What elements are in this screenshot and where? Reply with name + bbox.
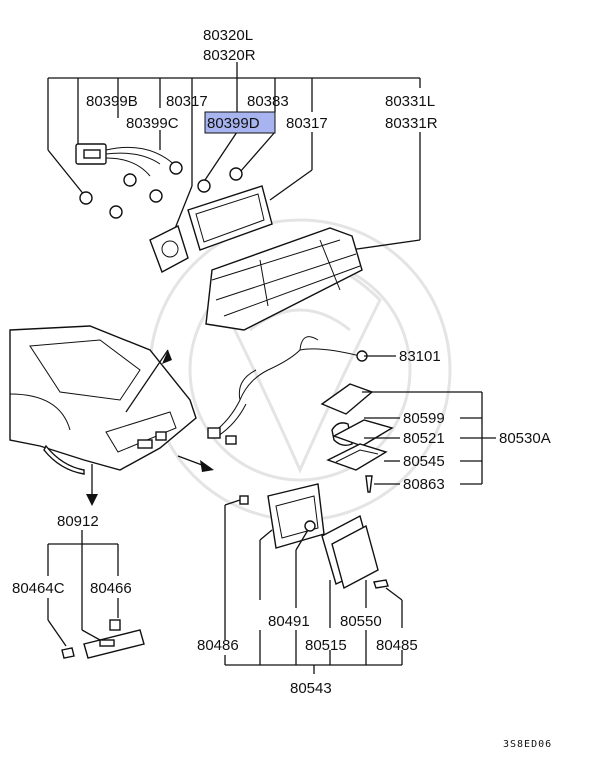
label-80317-top[interactable]: 80317 (166, 93, 208, 110)
label-80464C[interactable]: 80464C (12, 580, 65, 597)
label-80521[interactable]: 80521 (403, 430, 445, 447)
label-80383[interactable]: 80383 (247, 93, 289, 110)
plate-lamp-assembly (239, 483, 389, 590)
car-body (9, 325, 197, 475)
label-80331R[interactable]: 80331R (385, 115, 438, 132)
lamp-socket-harness (75, 143, 243, 219)
license-plate-group (47, 530, 145, 659)
part-labels: 80320L 80320R 80399B 80317 80383 80331L … (12, 27, 552, 750)
label-80550[interactable]: 80550 (340, 613, 382, 630)
label-80543[interactable]: 80543 (290, 680, 332, 697)
direction-arrows (86, 349, 214, 506)
highlight-box (204, 111, 276, 134)
label-80320R[interactable]: 80320R (203, 47, 256, 64)
diagram-code: 3S8ED06 (503, 739, 552, 750)
label-80320L[interactable]: 80320L (203, 27, 253, 44)
leader-lines-right (362, 355, 496, 485)
label-80466[interactable]: 80466 (90, 580, 132, 597)
label-80863[interactable]: 80863 (403, 476, 445, 493)
tail-lamp-lens (205, 227, 363, 331)
label-80515[interactable]: 80515 (305, 637, 347, 654)
leader-lines-bottom (224, 499, 403, 674)
label-80486[interactable]: 80486 (197, 637, 239, 654)
label-80399C[interactable]: 80399C (126, 115, 179, 132)
label-80399B[interactable]: 80399B (86, 93, 138, 110)
label-80530A[interactable]: 80530A (499, 430, 551, 447)
label-80317-second[interactable]: 80317 (286, 115, 328, 132)
label-80599[interactable]: 80599 (403, 410, 445, 427)
lamp-gaskets (149, 185, 273, 273)
label-80485[interactable]: 80485 (376, 637, 418, 654)
label-80545[interactable]: 80545 (403, 453, 445, 470)
license-lamp-parts (320, 383, 394, 493)
label-80399D[interactable]: 80399D (207, 115, 260, 132)
label-83101[interactable]: 83101 (399, 348, 441, 365)
label-80331L[interactable]: 80331L (385, 93, 435, 110)
label-80491[interactable]: 80491 (268, 613, 310, 630)
label-80912[interactable]: 80912 (57, 513, 99, 530)
wiring-harness (207, 336, 368, 445)
